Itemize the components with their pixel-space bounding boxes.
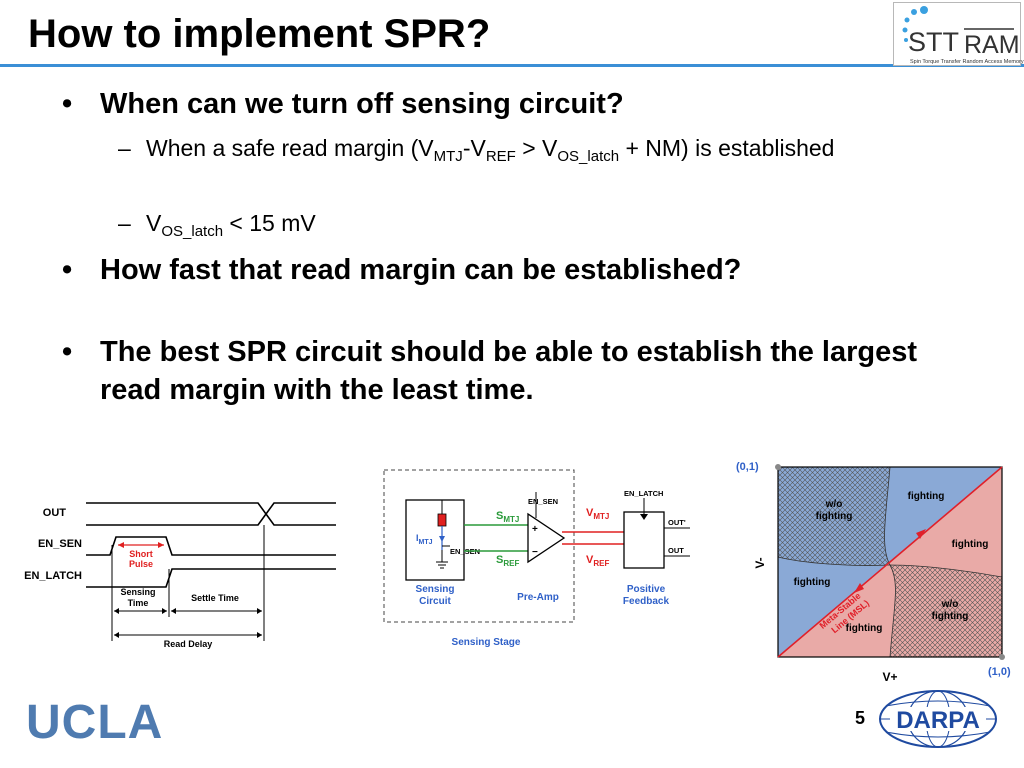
s-ref-label: SREF	[496, 554, 519, 568]
bullet-2-text: How fast that read margin can be establi…	[100, 254, 742, 286]
bullet-1-sub-1-text: When a safe read margin (VMTJ-VREF > VOS…	[146, 135, 835, 165]
sensing-time-label-2: Time	[128, 598, 149, 608]
plus-label: +	[532, 524, 538, 535]
sensing-stage-caption: Sensing Stage	[452, 637, 521, 648]
i-mtj-label: IMTJ	[416, 533, 433, 546]
sttram-logo-tagline: Spin Torque Transfer Random Access Memor…	[910, 59, 1024, 65]
sttram-logo-graphic: STT RAM Spin Torque Transfer Random Acce…	[902, 6, 1024, 65]
v-mtj-label: VMTJ	[586, 507, 609, 521]
ucla-logo: UCLA	[26, 696, 164, 749]
title-underline	[0, 64, 1024, 67]
settle-time-label: Settle Time	[191, 593, 239, 603]
phase-wo-fighting-1a: w/o	[825, 499, 843, 510]
timing-label-out: OUT	[43, 507, 67, 519]
phase-fighting-1: fighting	[908, 491, 945, 502]
bullet-glyph: •	[62, 88, 73, 120]
en-sen-label: EN_SEN	[528, 497, 558, 506]
bullet-glyph: •	[62, 336, 73, 368]
sttram-logo-ram: RAM	[964, 31, 1020, 59]
read-delay-label: Read Delay	[164, 639, 213, 649]
darpa-logo-text: DARPA	[896, 707, 980, 734]
v-ref-label: VREF	[586, 554, 609, 568]
out-prime-label: OUT'	[668, 518, 686, 527]
phase-point-1-0: (1,0)	[988, 666, 1011, 678]
dash-glyph: –	[118, 135, 131, 161]
sttram-logo: STT RAM Spin Torque Transfer Random Acce…	[893, 2, 1024, 66]
timing-label-en-latch: EN_LATCH	[24, 570, 82, 582]
sensing-time-label-1: Sensing	[120, 587, 155, 597]
minus-label: −	[532, 547, 538, 558]
phase-wo-fighting-2b: fighting	[932, 611, 969, 622]
dash-glyph: –	[118, 210, 131, 236]
phase-diagram: w/o fighting fighting fighting fighting …	[736, 461, 1011, 684]
short-pulse-label-1: Short	[129, 549, 153, 559]
phase-wo-fighting-2a: w/o	[941, 599, 959, 610]
sensing-stage-diagram: IMTJ EN_SEN SMTJ SREF EN_SEN + − VMTJ VR…	[383, 469, 690, 648]
pre-amp-caption: Pre-Amp	[517, 592, 559, 603]
bullet-1-sub-2-text: VOS_latch < 15 mV	[146, 210, 316, 240]
timing-label-en-sen: EN_SEN	[38, 538, 82, 550]
short-pulse-label-2: Pulse	[129, 559, 153, 569]
sensing-circuit-caption-1: Sensing	[416, 584, 455, 595]
bullet-1-text: When can we turn off sensing circuit?	[100, 88, 624, 120]
darpa-logo: DARPA	[879, 690, 997, 748]
sttram-logo-stt: STT	[908, 27, 959, 57]
phase-fighting-2: fighting	[952, 539, 989, 550]
en-latch-label: EN_LATCH	[624, 489, 663, 498]
phase-wo-fighting-1b: fighting	[816, 511, 853, 522]
phase-axis-vminus: V-	[753, 557, 767, 568]
phase-axis-vplus: V+	[882, 670, 897, 684]
timing-diagram: OUT EN_SEN EN_LATCH Short Pulse Sensing …	[24, 502, 336, 649]
bullet-3-text: The best SPR circuit should be able to e…	[100, 336, 918, 406]
phase-point-0-1: (0,1)	[736, 461, 759, 473]
phase-fighting-3: fighting	[794, 577, 831, 588]
out-label: OUT	[668, 546, 684, 555]
s-mtj-label: SMTJ	[496, 510, 519, 524]
positive-feedback-caption-1: Positive	[627, 584, 666, 595]
page-number: 5	[855, 708, 866, 728]
positive-feedback-caption-2: Feedback	[623, 596, 670, 607]
sensing-circuit-caption-2: Circuit	[419, 596, 451, 607]
phase-fighting-4: fighting	[846, 623, 883, 634]
slide-title: How to implement SPR?	[28, 12, 491, 56]
bullet-glyph: •	[62, 254, 73, 286]
